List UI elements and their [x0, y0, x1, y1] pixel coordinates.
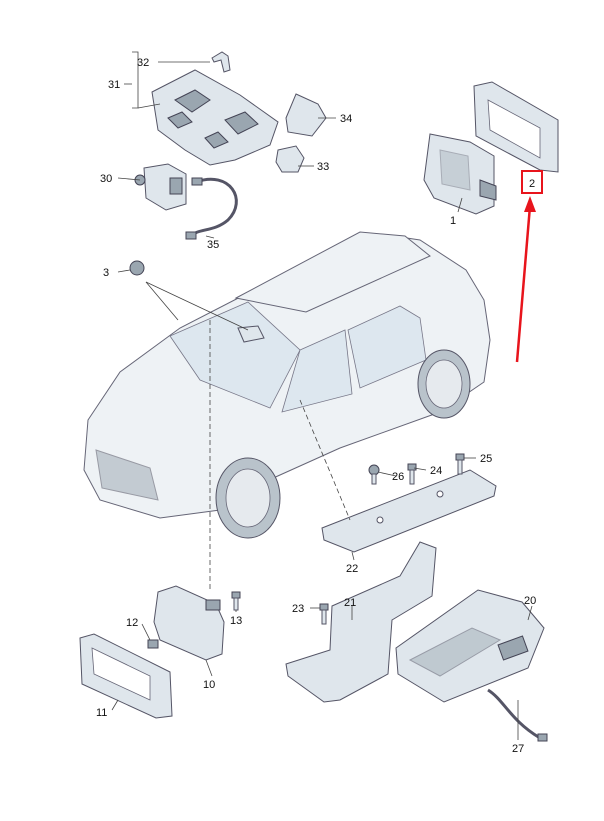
part-27-cable: [487, 688, 548, 742]
car-front-wheel: [215, 457, 281, 539]
part-25-screw: [455, 453, 465, 475]
label-33: 33: [317, 161, 329, 173]
part-33-cover-small: [275, 145, 305, 173]
label-2: 2: [529, 178, 535, 190]
part-11-frame: [79, 633, 173, 719]
part-20-control-module: [395, 589, 545, 703]
part-34-cover: [285, 93, 327, 137]
label-34: 34: [340, 113, 352, 125]
label-10: 10: [203, 679, 215, 691]
part-22-bracket: [321, 469, 497, 553]
part-12-clip: [147, 639, 159, 649]
part-13-screw: [231, 591, 241, 611]
label-30: 30: [100, 173, 112, 185]
label-12: 12: [126, 617, 138, 629]
label-32: 32: [137, 57, 149, 69]
label-13: 13: [230, 615, 242, 627]
label-1: 1: [450, 215, 456, 227]
part-2-frame: [473, 81, 559, 173]
car-rear-wheel: [417, 349, 471, 419]
label-35: 35: [207, 239, 219, 251]
label-27: 27: [512, 743, 524, 755]
label-26: 26: [392, 471, 404, 483]
part-30-camera: [134, 163, 187, 211]
label-22: 22: [346, 563, 358, 575]
label-11: 11: [96, 707, 107, 719]
label-31: 31: [108, 79, 120, 91]
leader-lines: [111, 51, 533, 740]
part-23-screw: [319, 603, 329, 625]
part-1-control-unit: [423, 133, 497, 215]
part-21-bracket: [285, 541, 437, 703]
label-20: 20: [524, 595, 536, 607]
label-24: 24: [430, 465, 442, 477]
label-3: 3: [103, 267, 109, 279]
part-35-cable: [185, 177, 238, 240]
red-arrow: [515, 196, 536, 363]
label-21: 21: [344, 597, 356, 609]
part-10-control-unit: [153, 585, 225, 661]
part-3-sensor: [129, 260, 145, 276]
part-31-mounting-bracket: [151, 69, 279, 166]
car-body: [83, 231, 491, 519]
highlight-box-part-2: [521, 170, 543, 194]
part-32-clip: [211, 51, 231, 73]
label-23: 23: [292, 603, 304, 615]
part-26-clip: [368, 464, 380, 485]
label-25: 25: [480, 453, 492, 465]
part-24-screw: [407, 463, 417, 485]
